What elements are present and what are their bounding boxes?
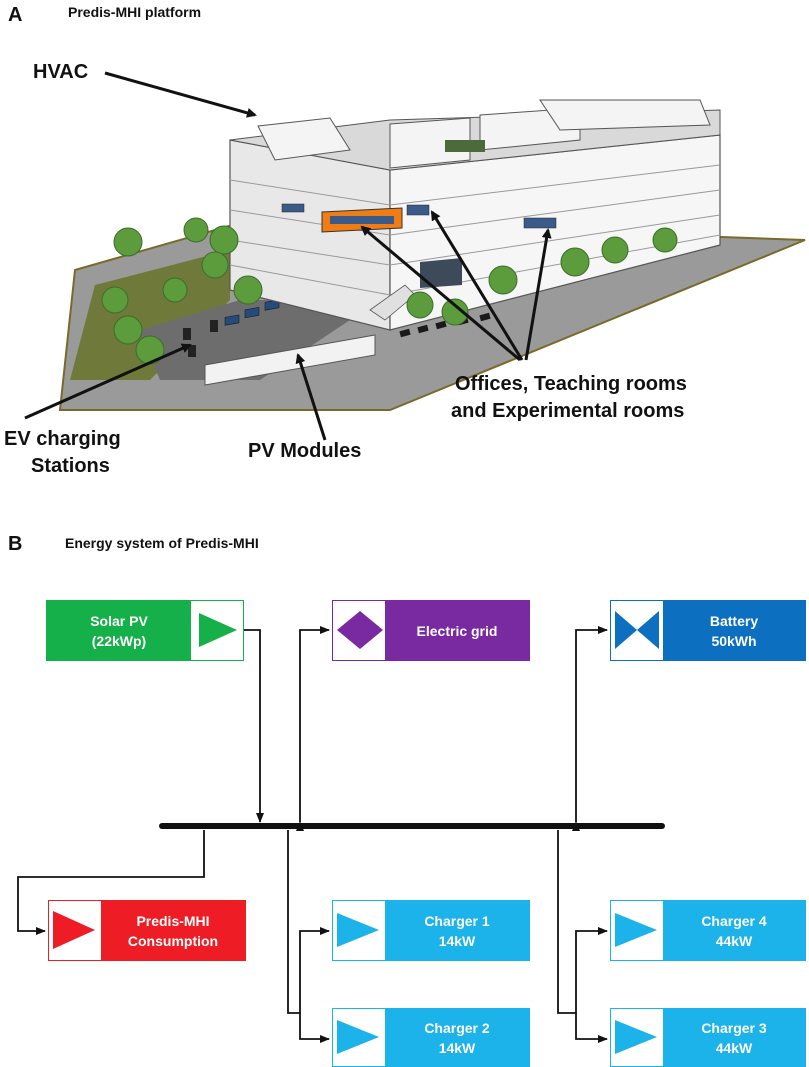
solar-pv-node: Solar PV (22kWp) [46,600,244,661]
battery-text: Battery 50kWh [663,601,805,660]
roof-green [445,140,485,152]
electric-grid-node: Electric grid [332,600,530,661]
roof-hvac-unit [257,117,351,161]
charger3-line [575,1013,608,1043]
charger-2-power: 14kW [438,1039,476,1056]
charger-2-name: Charger 2 [424,1019,490,1036]
rooms-label-line1: Offices, Teaching rooms [455,373,687,395]
solar-pv-text: Solar PV (22kWp) [47,601,191,660]
grid-diamond-icon [333,601,385,660]
charger-3-triangle-icon [611,1009,663,1066]
charger-4-triangle-icon [611,901,663,960]
rooms-arrow-3 [524,228,552,361]
parking-area [140,300,380,380]
charger2-line [299,1013,330,1043]
rooms-arrow-1 [360,225,521,362]
consumption-line [17,830,205,935]
charger-4-name: Charger 4 [701,912,767,929]
charger-2-triangle-icon [333,1009,385,1066]
consumption-triangle-icon [49,901,101,960]
solar-triangle-icon [191,601,243,660]
ev-charging-stations [183,320,218,357]
battery-name: Battery [709,612,759,629]
battery-node: Battery 50kWh [610,600,806,661]
hvac-arrow [104,71,257,118]
room-windows-4 [281,203,305,213]
charger-3-node: Charger 3 44kW [610,1008,806,1067]
panel-b-title: Energy system of Predis-MHI [65,535,259,551]
solar-pv-name: Solar PV [90,612,148,629]
charger-1-power: 14kW [438,932,476,949]
ev-label-line2: Stations [31,455,110,477]
battery-bowtie-icon [611,601,663,660]
hvac-label: HVAC [33,61,89,83]
electric-grid-text: Electric grid [385,601,529,660]
pv-arrow [295,353,327,441]
consumption-text: Predis-MHI Consumption [101,901,245,960]
charger-1-triangle-icon [333,901,385,960]
battery-capacity: 50kWh [711,632,757,649]
charger-1-text: Charger 1 14kW [385,901,529,960]
roof-unit-2 [389,117,471,169]
panel-a-title: Predis-MHI platform [68,4,202,20]
floor-lines [229,164,721,296]
electric-grid-name: Electric grid [416,622,498,639]
room-windows-1 [330,216,394,224]
room-windows-3 [523,217,557,229]
site-grass [70,250,230,380]
pv-module-strip [204,334,376,386]
solar-pv-capacity: (22kWp) [91,632,147,649]
room-windows-2 [406,204,430,216]
charger-4-text: Charger 4 44kW [663,901,805,960]
consumption-node: Predis-MHI Consumption [48,900,246,961]
charger-2-text: Charger 2 14kW [385,1009,529,1066]
charger-3-name: Charger 3 [701,1019,767,1036]
ev-arrow [24,343,192,420]
charger-4-power: 44kW [715,932,753,949]
charger4-line [557,830,608,1014]
trees [101,217,678,365]
charger-2-node: Charger 2 14kW [332,1008,530,1067]
grid-line [296,626,330,831]
entrance [420,258,462,288]
charger1-line [287,830,330,1014]
roof-unit-4 [539,99,711,131]
charger-4-node: Charger 4 44kW [610,900,806,961]
rooms-arrow-2 [430,210,524,361]
pv-label: PV Modules [248,440,362,462]
building-illustration [24,71,806,441]
ev-label-line1: EV charging [4,428,121,450]
consumption-label: Consumption [127,932,219,949]
charger-1-node: Charger 1 14kW [332,900,530,961]
rooms-label-line2: and Experimental rooms [451,400,685,422]
charger-3-power: 44kW [715,1039,753,1056]
charger-3-text: Charger 3 44kW [663,1009,805,1066]
charger-1-name: Charger 1 [424,912,490,929]
battery-line [572,626,608,831]
panel-a-letter: A [8,4,23,26]
solar-feed-line [244,629,264,823]
consumption-name: Predis-MHI [136,912,210,929]
panel-b-letter: B [8,533,23,555]
